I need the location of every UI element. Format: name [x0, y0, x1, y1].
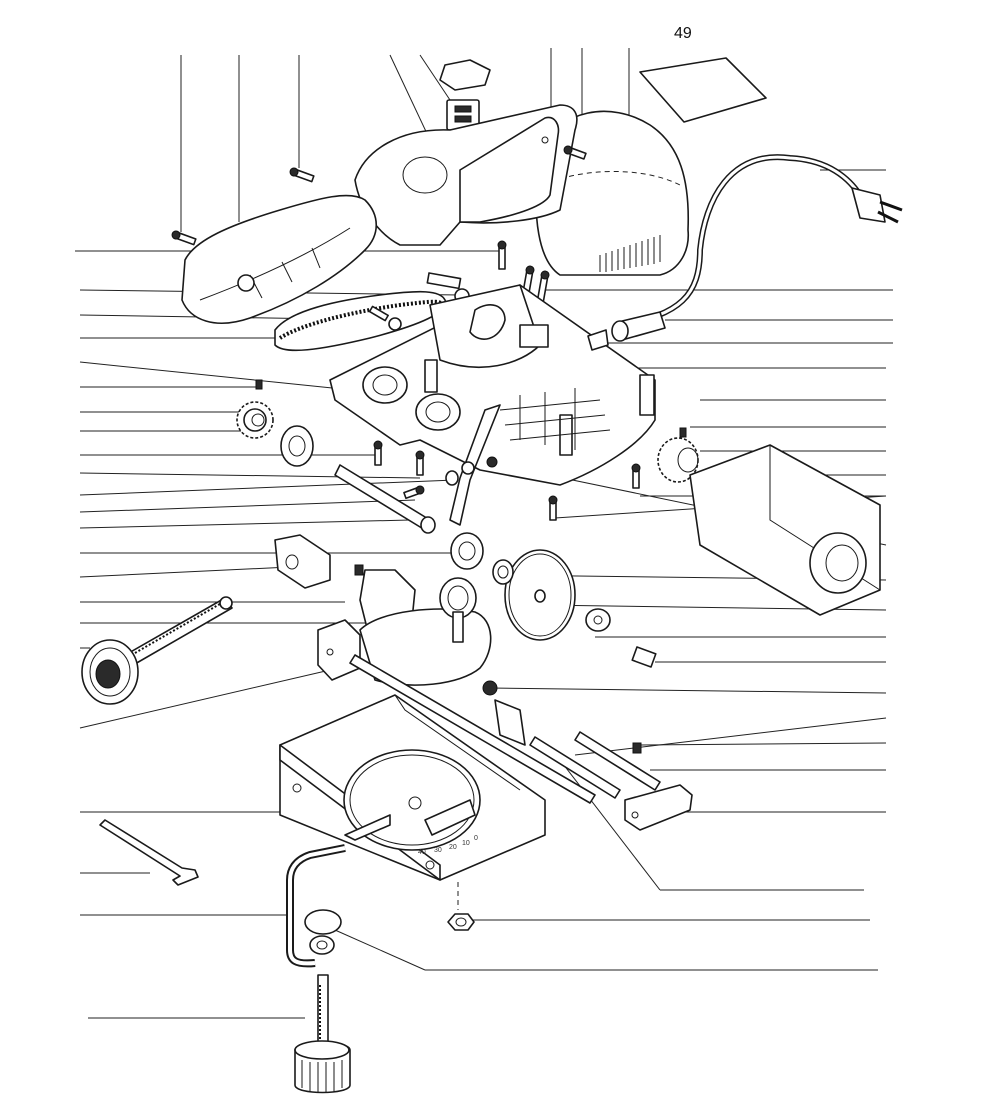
svg-text:40: 40: [418, 849, 426, 856]
bearing-left: [280, 425, 314, 467]
vent-slots: [599, 235, 661, 272]
handle-grip: [181, 194, 378, 324]
saw-blade: [504, 549, 576, 641]
drive-belt: [274, 290, 447, 352]
motor: [689, 444, 881, 616]
hex-key: [99, 819, 199, 886]
svg-text:0: 0: [474, 835, 478, 842]
screws-gearbox: [373, 440, 641, 521]
pinion-gear-right: [657, 427, 699, 483]
leader-lines-left: [75, 250, 500, 1019]
hex-nut: [447, 882, 475, 931]
lever-arm: [449, 404, 501, 526]
blade-flange: [585, 608, 657, 668]
gearbox-housing: [329, 284, 656, 486]
blade-bearing: [450, 532, 514, 585]
guide-rods: [349, 654, 693, 831]
clamp-block: [274, 534, 331, 589]
clamp-jaw: [317, 564, 492, 686]
svg-text:10: 10: [462, 840, 470, 847]
bent-rod: [286, 844, 346, 968]
label-sticker: [639, 57, 767, 123]
svg-text:20: 20: [449, 844, 457, 851]
base-plate: 40 30 20 10 0: [279, 694, 546, 881]
power-cord: [587, 154, 903, 351]
pinion-gear-left: [236, 379, 274, 439]
adjustment-knob-left: [81, 639, 139, 705]
foot-washer: [304, 909, 342, 955]
angle-scale: 40 30 20 10 0: [418, 835, 478, 856]
leader-lines-top: [180, 48, 630, 232]
threaded-spindle: [119, 596, 233, 669]
drive-shaft: [334, 464, 459, 534]
svg-text:30: 30: [434, 847, 442, 854]
switch-assembly: [426, 59, 491, 157]
part-label-49: 49: [674, 25, 692, 42]
handle-housing: [354, 104, 578, 246]
adjustment-knob-bottom: [294, 974, 351, 1094]
